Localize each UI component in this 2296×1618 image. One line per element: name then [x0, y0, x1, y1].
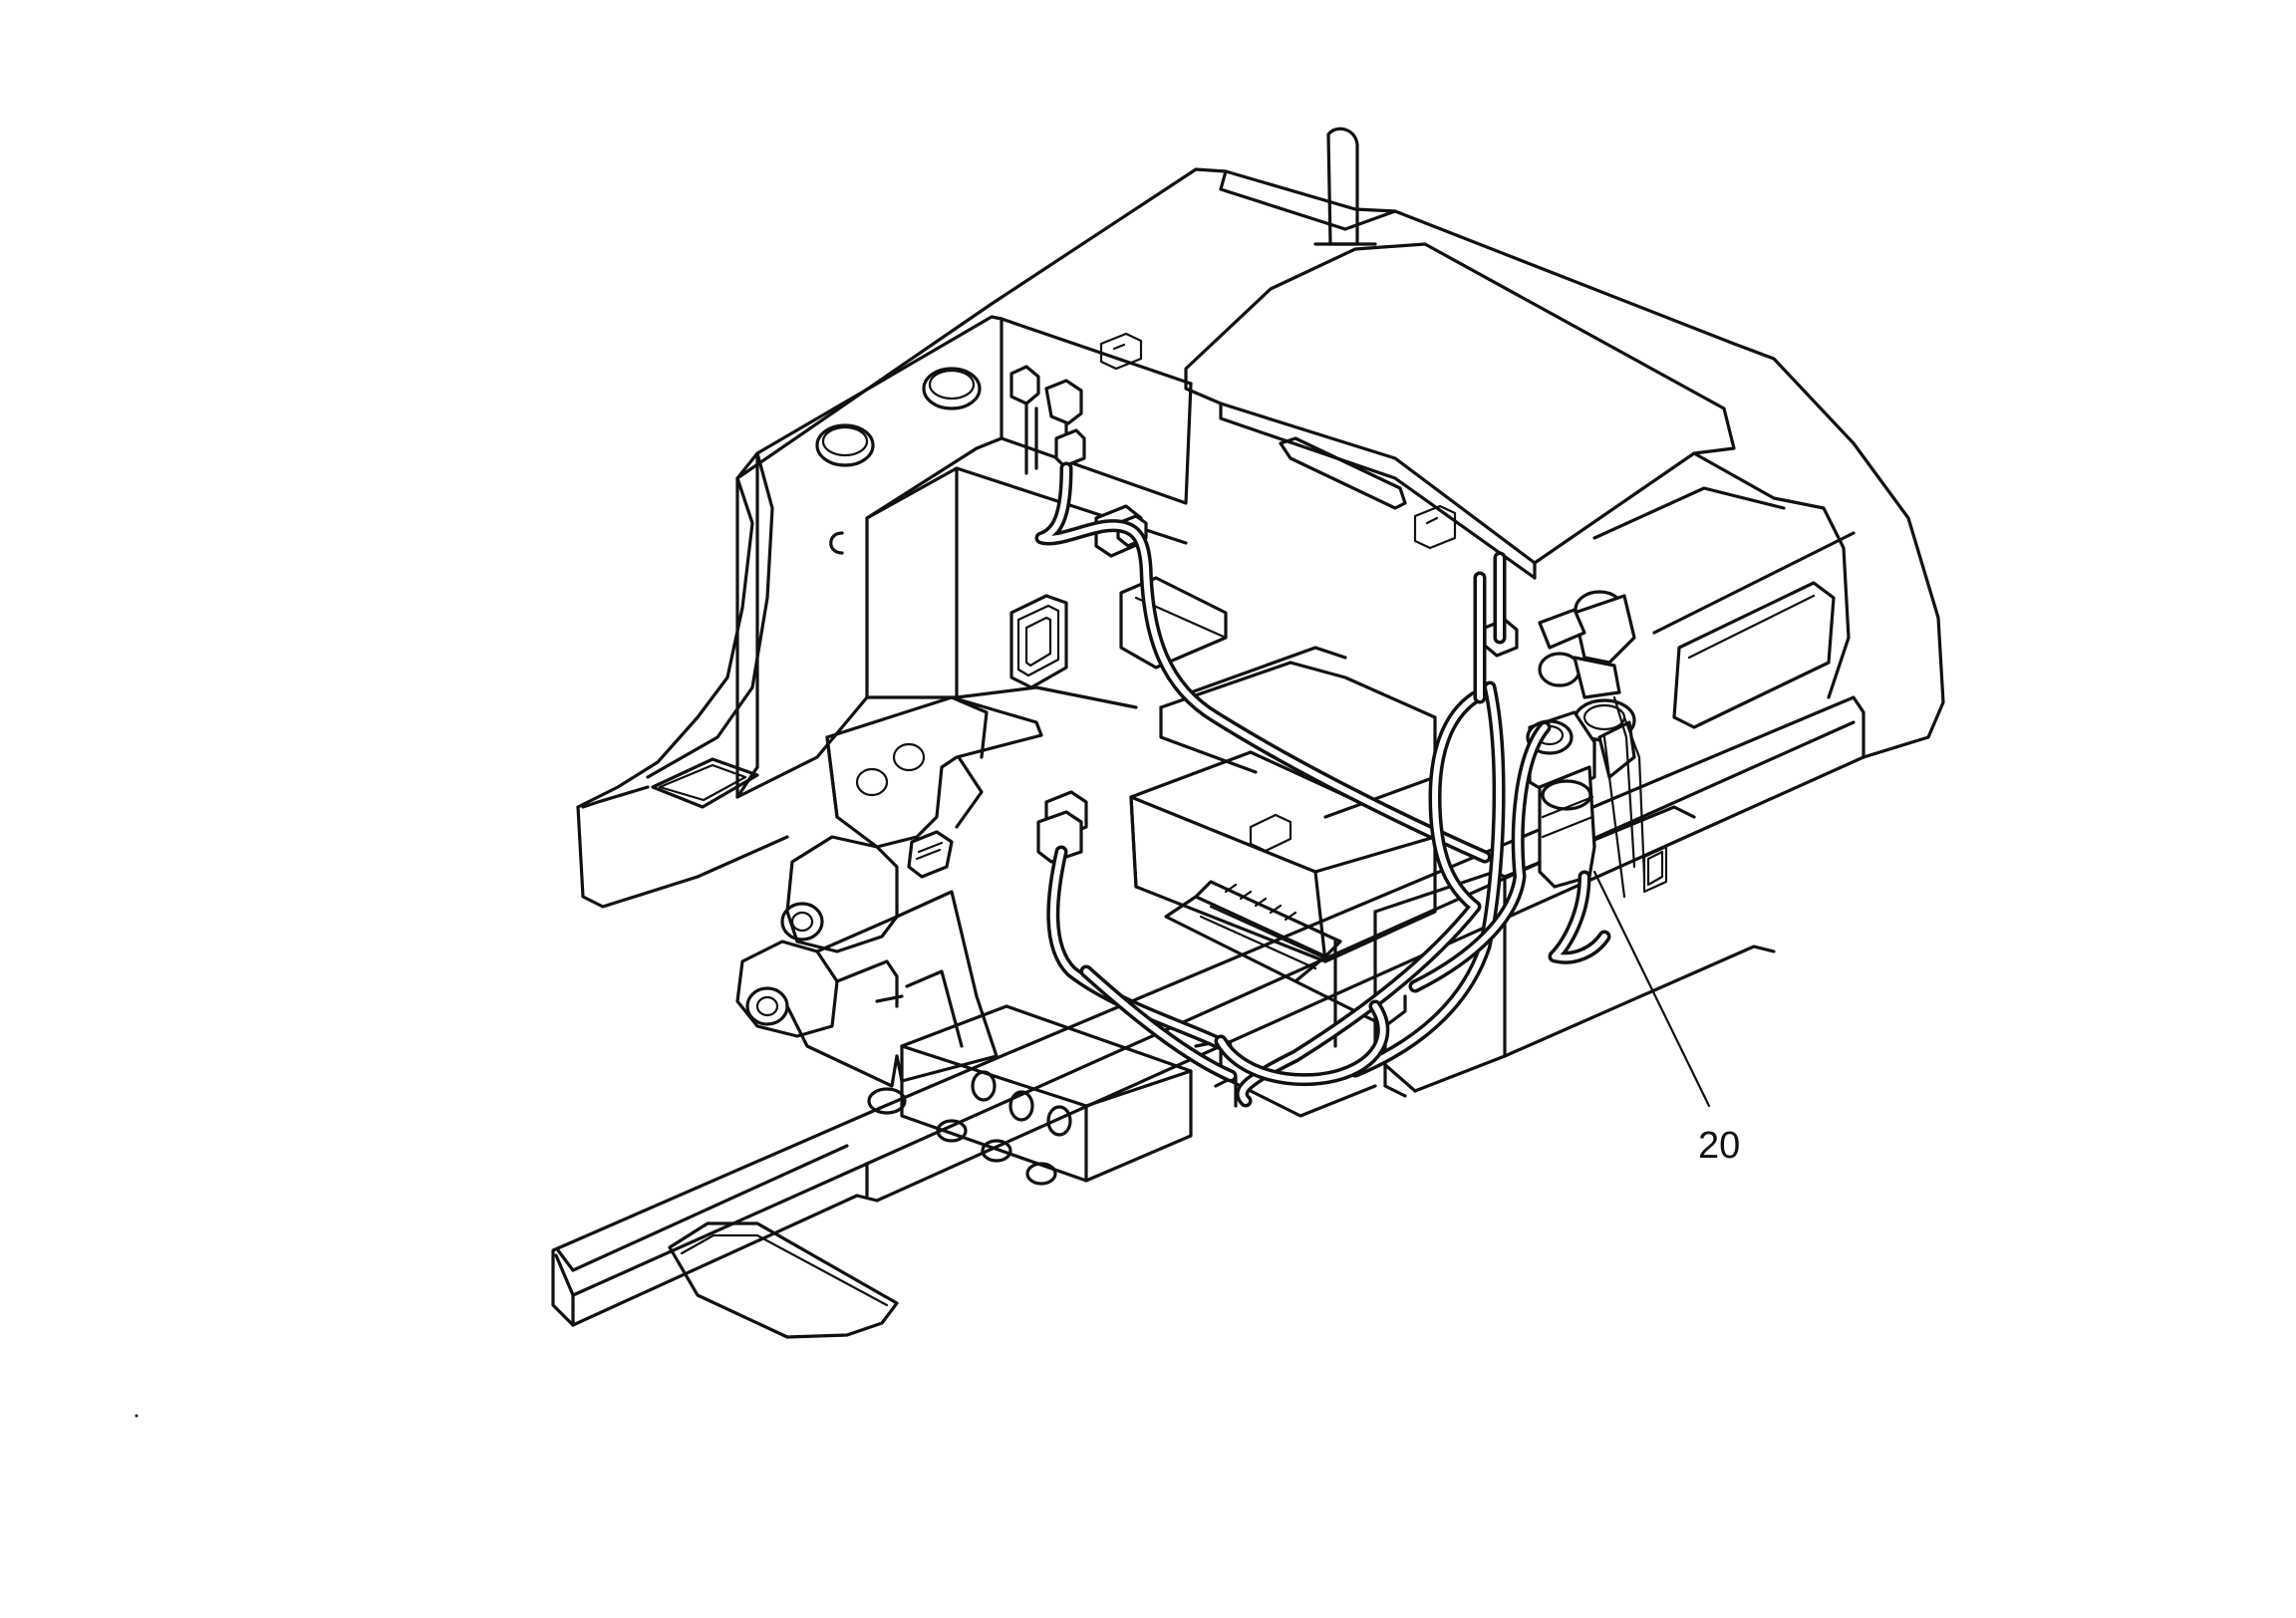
main-housing	[576, 127, 1945, 1186]
leader-line	[1592, 870, 1711, 1108]
callout-label: 20	[1698, 1125, 1740, 1167]
callout-20: 20	[1592, 870, 1740, 1167]
top-fittings	[907, 365, 1636, 889]
hoses	[1034, 461, 1646, 1108]
stray-mark	[135, 1414, 139, 1418]
